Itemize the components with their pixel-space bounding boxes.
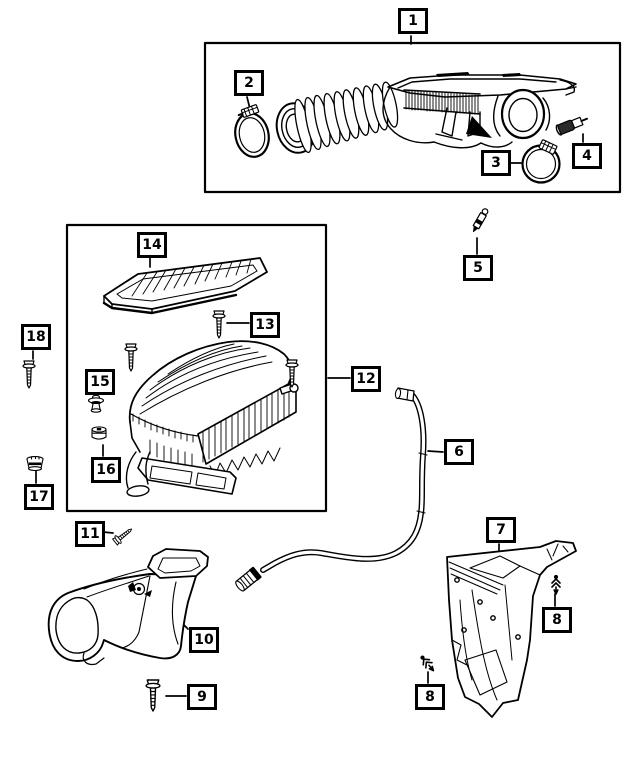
part-sensor-4 xyxy=(555,116,588,136)
part-screw-11 xyxy=(111,524,136,547)
callout-1[interactable]: 1 xyxy=(398,8,428,34)
callout-16[interactable]: 16 xyxy=(91,457,121,483)
frame-air-inlet-assembly xyxy=(203,41,622,194)
callout-2[interactable]: 2 xyxy=(234,70,264,96)
part-bolt-18 xyxy=(22,360,36,389)
callout-18[interactable]: 18 xyxy=(21,324,51,350)
callout-4[interactable]: 4 xyxy=(572,143,602,169)
part-grommet-17 xyxy=(26,456,44,472)
part-screw-left xyxy=(124,343,138,372)
part-clip-8-right xyxy=(551,574,561,595)
part-grommet-16 xyxy=(91,426,107,440)
callout-14[interactable]: 14 xyxy=(137,232,167,258)
callout-3[interactable]: 3 xyxy=(481,150,511,176)
part-fitting-5 xyxy=(472,208,489,233)
part-air-cleaner-housing-12 xyxy=(125,340,299,497)
callout-17[interactable]: 17 xyxy=(24,484,54,510)
callout-10[interactable]: 10 xyxy=(189,627,219,653)
callout-8-right[interactable]: 8 xyxy=(542,607,572,633)
part-screw-13 xyxy=(212,310,226,339)
callout-15[interactable]: 15 xyxy=(85,369,115,395)
callout-6[interactable]: 6 xyxy=(444,439,474,465)
part-push-pin-15 xyxy=(87,394,105,413)
part-screw-right xyxy=(285,359,299,388)
part-intake-duct-10 xyxy=(47,548,209,666)
part-splash-shield-7 xyxy=(446,540,577,718)
leader-line-6 xyxy=(427,450,444,453)
part-hose-clamp-2 xyxy=(234,104,270,158)
part-bolt-9 xyxy=(145,679,161,712)
part-air-filter-element-14 xyxy=(102,257,268,315)
callout-12[interactable]: 12 xyxy=(351,366,381,392)
part-clip-8-left xyxy=(417,652,438,675)
callout-11[interactable]: 11 xyxy=(75,521,105,547)
part-air-inlet-duct-and-hose xyxy=(275,72,577,154)
frame-air-cleaner-assembly xyxy=(65,223,328,513)
part-hose-clamp-3 xyxy=(521,139,561,184)
callout-7[interactable]: 7 xyxy=(486,517,516,543)
callout-5[interactable]: 5 xyxy=(463,255,493,281)
part-vent-tube-6 xyxy=(235,387,428,592)
callout-8-left[interactable]: 8 xyxy=(415,684,445,710)
callout-13[interactable]: 13 xyxy=(250,312,280,338)
callout-9[interactable]: 9 xyxy=(187,684,217,710)
